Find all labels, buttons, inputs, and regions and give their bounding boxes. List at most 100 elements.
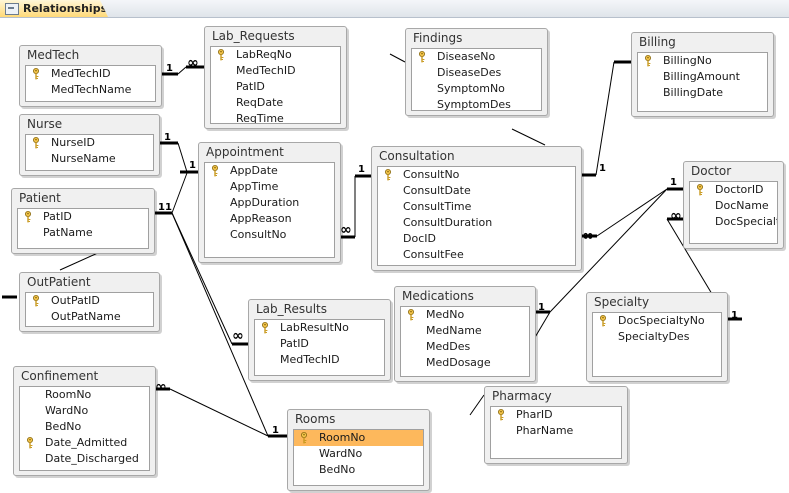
field-row[interactable]: NurseName [26, 151, 153, 167]
field-row[interactable]: ConsultTime [378, 199, 575, 215]
field-row[interactable]: PatID [18, 209, 148, 225]
field-row[interactable]: ConsultFee [378, 247, 575, 263]
rel-line-patient-rooms[interactable] [171, 212, 269, 437]
relationships-canvas[interactable]: 1 ∞ 1 1 11 ∞ 1 ∞ 1 ∞ 1 ∞ 1 ∞ 1 1 MedTech… [0, 17, 789, 493]
rel-line-outpatient-patient[interactable] [59, 251, 101, 271]
field-row[interactable]: MedTechID [255, 352, 384, 368]
field-row[interactable]: MedDosage [401, 355, 529, 371]
field-row[interactable]: ConsultDuration [378, 215, 575, 231]
table-title[interactable]: Findings [413, 31, 463, 45]
field-row[interactable]: DiseaseNo [412, 49, 541, 65]
field-row[interactable]: BillingDate [638, 85, 767, 101]
field-row[interactable]: PatID [255, 336, 384, 352]
field-row[interactable]: DocSpecialtyNo [593, 313, 721, 329]
field-row[interactable]: RoomNo [20, 387, 149, 403]
field-row[interactable]: OutPatID [26, 293, 153, 309]
table-title[interactable]: Rooms [295, 412, 336, 426]
field-row[interactable]: WardNo [294, 446, 423, 462]
table-title[interactable]: Medications [402, 289, 474, 303]
field-row[interactable]: RoomNo [294, 430, 423, 446]
field-row[interactable]: DocName [690, 198, 777, 214]
field-row[interactable]: ConsultNo [205, 227, 334, 243]
field-row[interactable]: DocSpecialt [690, 214, 777, 230]
field-row[interactable]: PharID [491, 407, 621, 423]
field-row[interactable]: MedDes [401, 339, 529, 355]
field-row[interactable]: OutPatName [26, 309, 153, 325]
rel-line-meds-pharm-a[interactable] [533, 311, 551, 340]
rel-line-doctor-meds[interactable] [549, 188, 668, 313]
rel-line-patient-labres[interactable] [171, 212, 233, 345]
rel-line-consult-doctor[interactable] [596, 188, 668, 237]
field-row[interactable]: BillingNo [638, 53, 767, 69]
field-row[interactable]: AppReason [205, 211, 334, 227]
field-row[interactable]: Date_Admitted [20, 435, 149, 451]
table-title[interactable]: Patient [19, 191, 61, 205]
rel-line-meds-pharm-b[interactable] [469, 394, 485, 416]
field-row[interactable]: NurseID [26, 135, 153, 151]
field-row[interactable]: MedNo [401, 307, 529, 323]
rel-line-nurse-appt[interactable] [177, 142, 188, 173]
field-row[interactable]: ConsultNo [378, 167, 575, 183]
table-title[interactable]: Pharmacy [492, 389, 552, 403]
field-row[interactable]: MedTechName [26, 82, 155, 98]
field-row[interactable]: PatName [18, 225, 148, 241]
field-row[interactable]: SpecialtyDes [593, 329, 721, 345]
rel-line-consult-billing[interactable] [595, 61, 615, 176]
table-title[interactable]: Appointment [206, 145, 284, 159]
table-title[interactable]: Consultation [379, 149, 455, 163]
field-row[interactable]: BillingAmount [638, 69, 767, 85]
field-row[interactable]: PharName [491, 423, 621, 439]
table-title[interactable]: Specialty [594, 295, 650, 309]
rel-line-findings-left[interactable] [389, 53, 406, 63]
field-row[interactable]: ReqTime [211, 111, 340, 123]
table-title[interactable]: Lab_Results [256, 302, 327, 316]
field-row[interactable]: LabReqNo [211, 47, 340, 63]
rel-line-findings-consult[interactable] [511, 128, 546, 146]
field-row[interactable]: PatID [211, 79, 340, 95]
field-row[interactable]: ReqDate [211, 95, 340, 111]
table-title[interactable]: MedTech [27, 48, 80, 62]
field-row[interactable]: AppTime [205, 179, 334, 195]
field-row[interactable]: ConsultDate [378, 183, 575, 199]
field-row[interactable]: Date_Discharged [20, 451, 149, 467]
field-row[interactable]: DiseaseDes [412, 65, 541, 81]
field-row[interactable]: LabResultNo [255, 320, 384, 336]
field-row[interactable]: MedTechID [211, 63, 340, 79]
field-row[interactable]: MedTechID [26, 66, 155, 82]
rel-line-medtech-labreq[interactable] [177, 66, 187, 75]
table-title[interactable]: Confinement [21, 369, 99, 383]
field-row[interactable]: AppDuration [205, 195, 334, 211]
table-title[interactable]: Doctor [691, 164, 732, 178]
field-row[interactable]: SymptomNo [412, 81, 541, 97]
table-title[interactable]: Nurse [27, 117, 63, 131]
rel-line-confinement-rooms[interactable] [169, 388, 269, 437]
